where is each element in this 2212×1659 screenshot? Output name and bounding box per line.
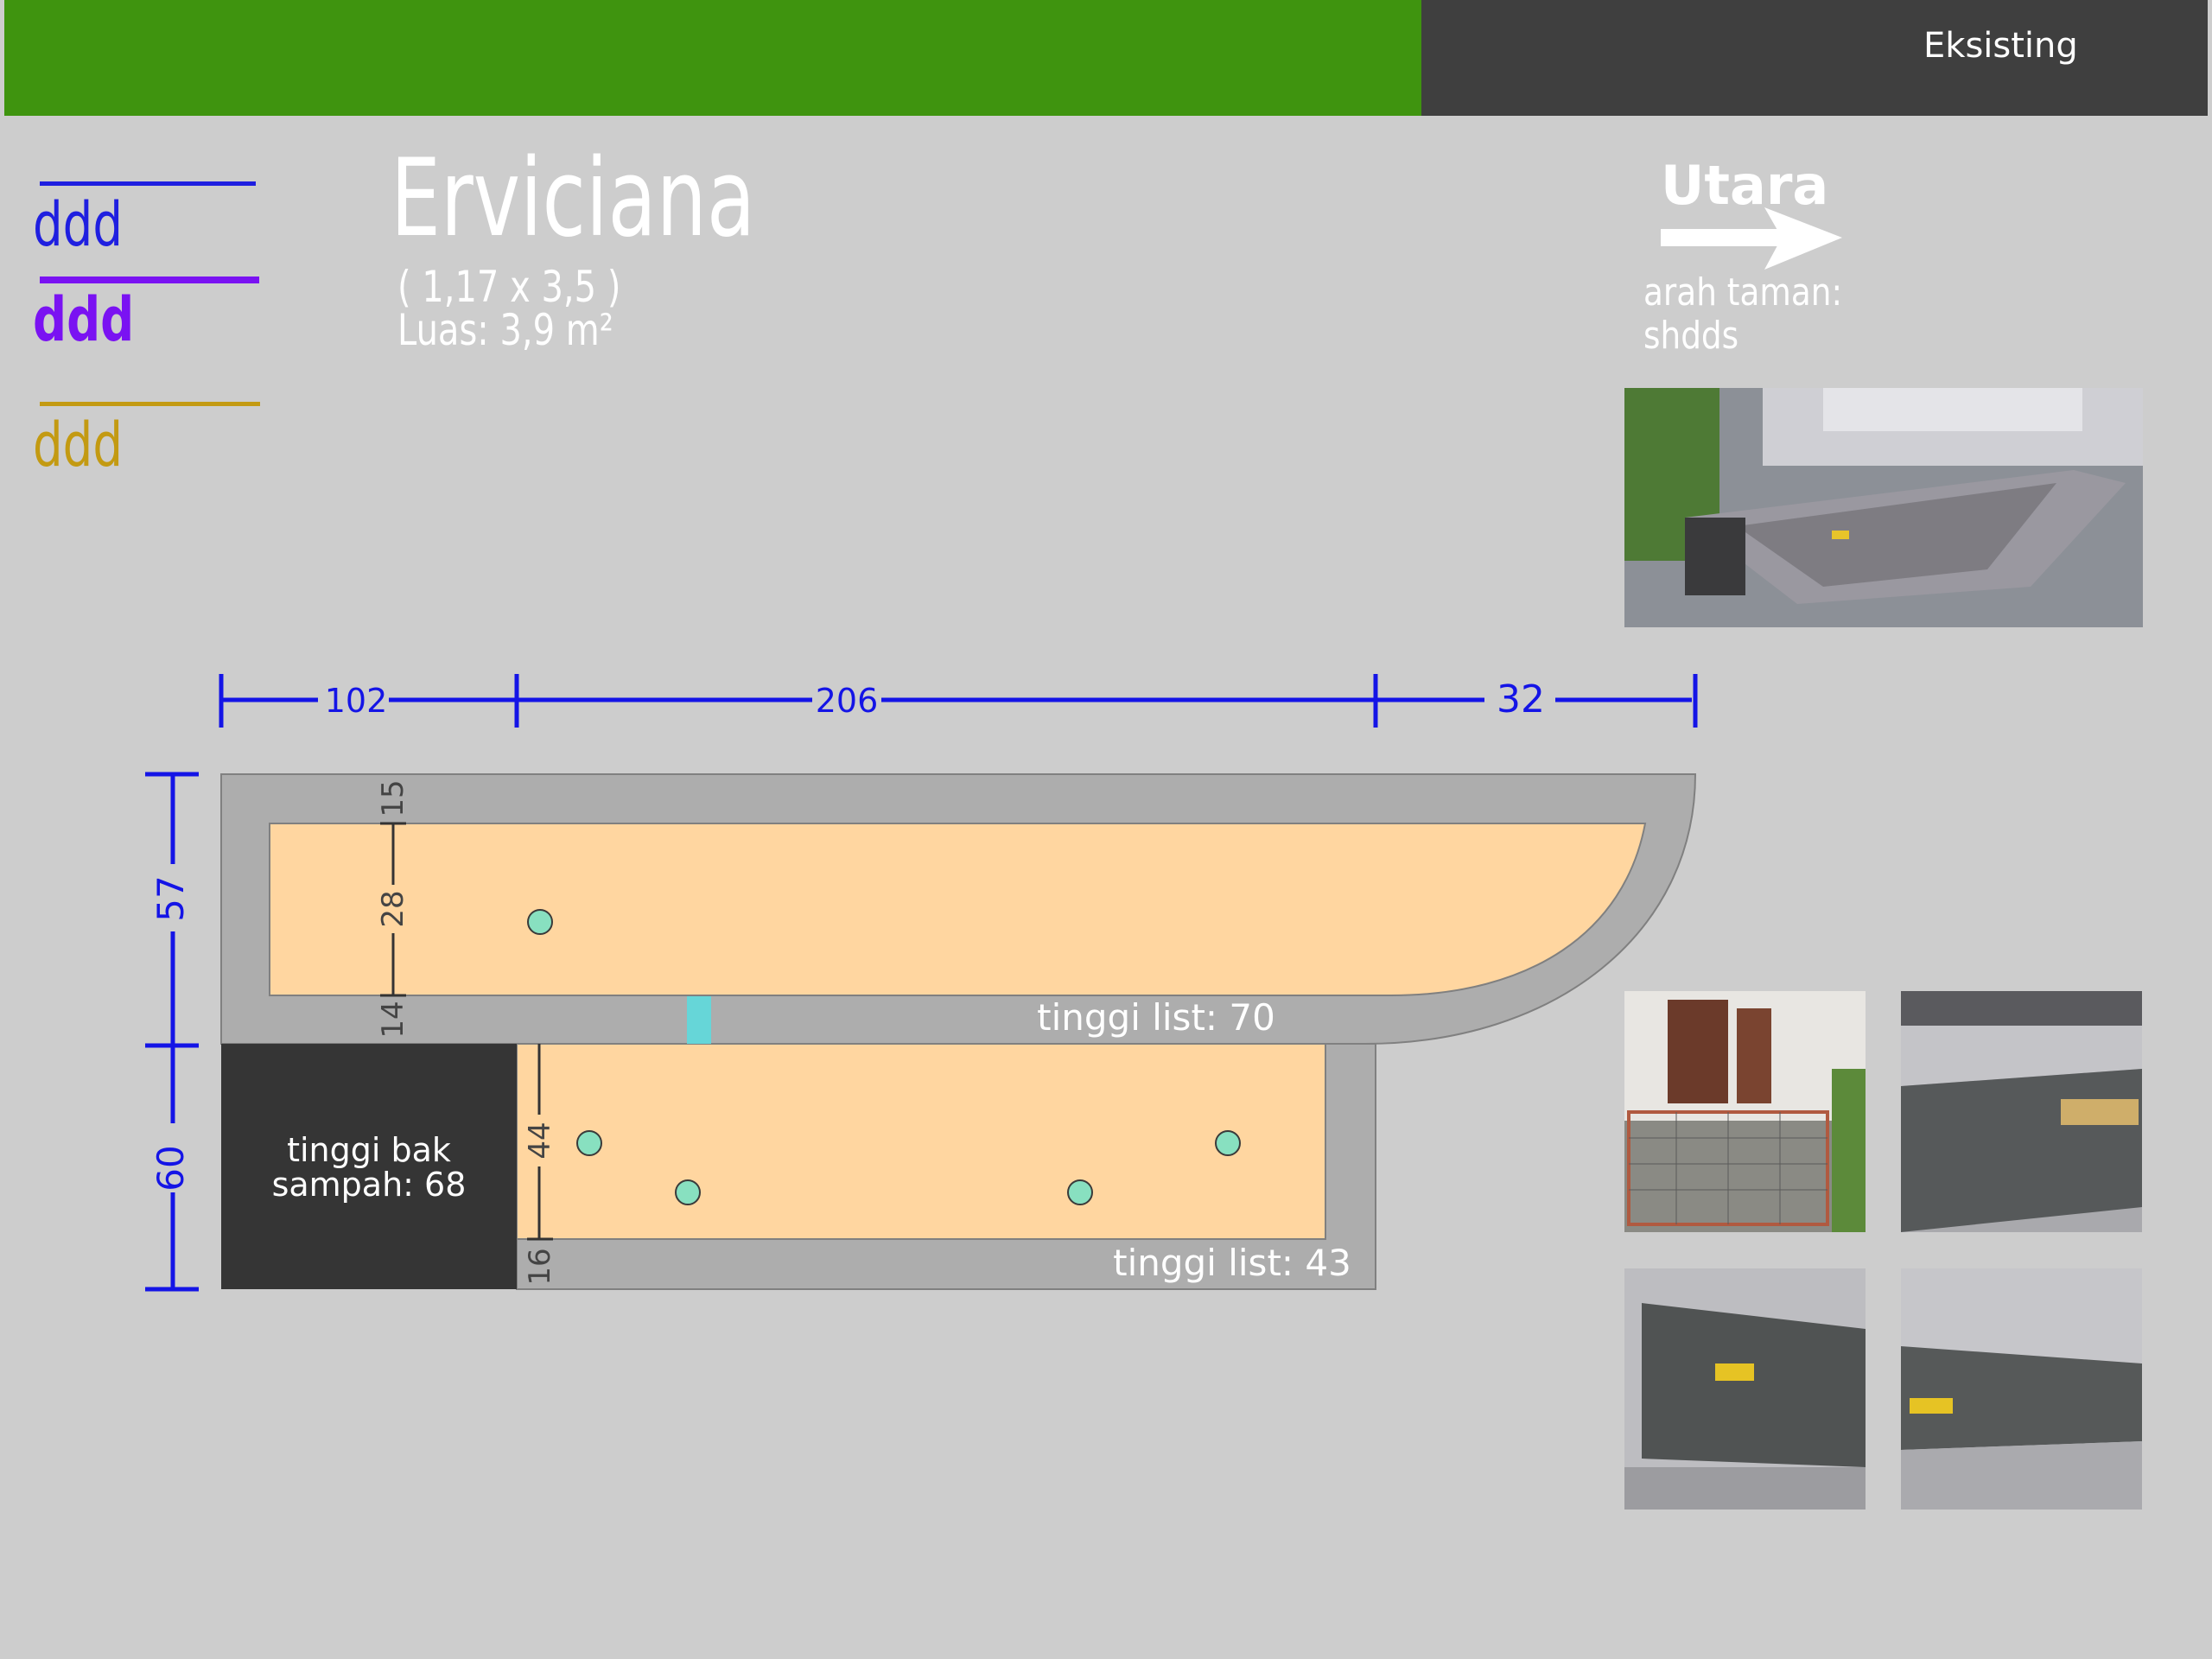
header-dark-bar: [1421, 0, 2208, 116]
drain-outlet: [687, 996, 711, 1044]
inner-measure-top: [380, 822, 406, 997]
inner-top-label: 28: [376, 890, 410, 927]
legend-line-1: [40, 181, 256, 186]
planter-size: ( 1,17 x 3,5 ): [397, 262, 621, 312]
legend-item-3: ddd: [33, 402, 262, 488]
width-dimension-line: [219, 674, 1698, 728]
planter-area: Luas: 3,9 m²: [397, 305, 613, 355]
plant-point: [1067, 1179, 1093, 1205]
legend-line-3: [40, 402, 260, 406]
width-right-label: 32: [1497, 677, 1545, 721]
wall-mid-label: 14: [376, 1001, 410, 1038]
plant-point: [576, 1130, 602, 1156]
section-label: Eksisting: [1923, 26, 2078, 66]
wall-top-label: 15: [376, 779, 410, 817]
height-bottom-label: 60: [149, 1145, 192, 1191]
legend-text-3: ddd: [33, 410, 123, 480]
trash-bin: [221, 1044, 517, 1289]
inner-bottom-label: 44: [523, 1122, 557, 1159]
plant-point: [1215, 1130, 1241, 1156]
plant-point: [527, 909, 553, 935]
height-dimension-line: [145, 772, 199, 1292]
width-middle-label: 206: [816, 682, 879, 720]
planter-name: Erviciana: [391, 137, 756, 261]
soil-photo-icon: [1901, 1268, 2142, 1510]
inner-measure-bottom: [527, 1044, 553, 1241]
soil-photo-icon: [1624, 1268, 1866, 1510]
legend-item-2: ddd: [33, 276, 262, 363]
height-top-label: 57: [149, 875, 192, 921]
legend-text-1: ddd: [33, 189, 123, 260]
bottom-planter-soil: [516, 1043, 1326, 1240]
legend-line-2: [40, 276, 259, 283]
bin-height-line-1: tinggi bak: [287, 1131, 451, 1169]
header-green-bar: [4, 0, 1421, 116]
legend-item-1: ddd: [33, 181, 262, 268]
photo-planter-soil-1: [1901, 991, 2142, 1232]
plant-point: [675, 1179, 701, 1205]
bottom-rim-height-label: tinggi list: 43: [1113, 1242, 1351, 1284]
garden-direction-value: shdds: [1643, 314, 1739, 358]
legend-text-2: ddd: [33, 284, 135, 355]
plant-points: [527, 909, 1241, 1205]
bin-height-line-2: sampah: 68: [272, 1166, 467, 1204]
photo-planter-overview: [1624, 388, 2143, 627]
photo-planter-soil-2: [1624, 1268, 1866, 1510]
soil-photo-icon: [1901, 991, 2142, 1232]
top-rim-height-label: tinggi list: 70: [1037, 996, 1275, 1039]
planter-photo-icon: [1624, 388, 2143, 627]
photo-house-gate: [1624, 991, 1866, 1232]
photo-planter-soil-3: [1901, 1268, 2142, 1510]
wall-bottom-label: 16: [523, 1248, 557, 1285]
house-photo-icon: [1624, 991, 1866, 1232]
north-label: Utara: [1661, 154, 1829, 217]
top-planter-soil: [269, 823, 1647, 996]
garden-direction-label: arah taman:: [1643, 270, 1843, 315]
arrow-right-icon: [1661, 207, 1842, 270]
width-left-label: 102: [325, 682, 388, 720]
